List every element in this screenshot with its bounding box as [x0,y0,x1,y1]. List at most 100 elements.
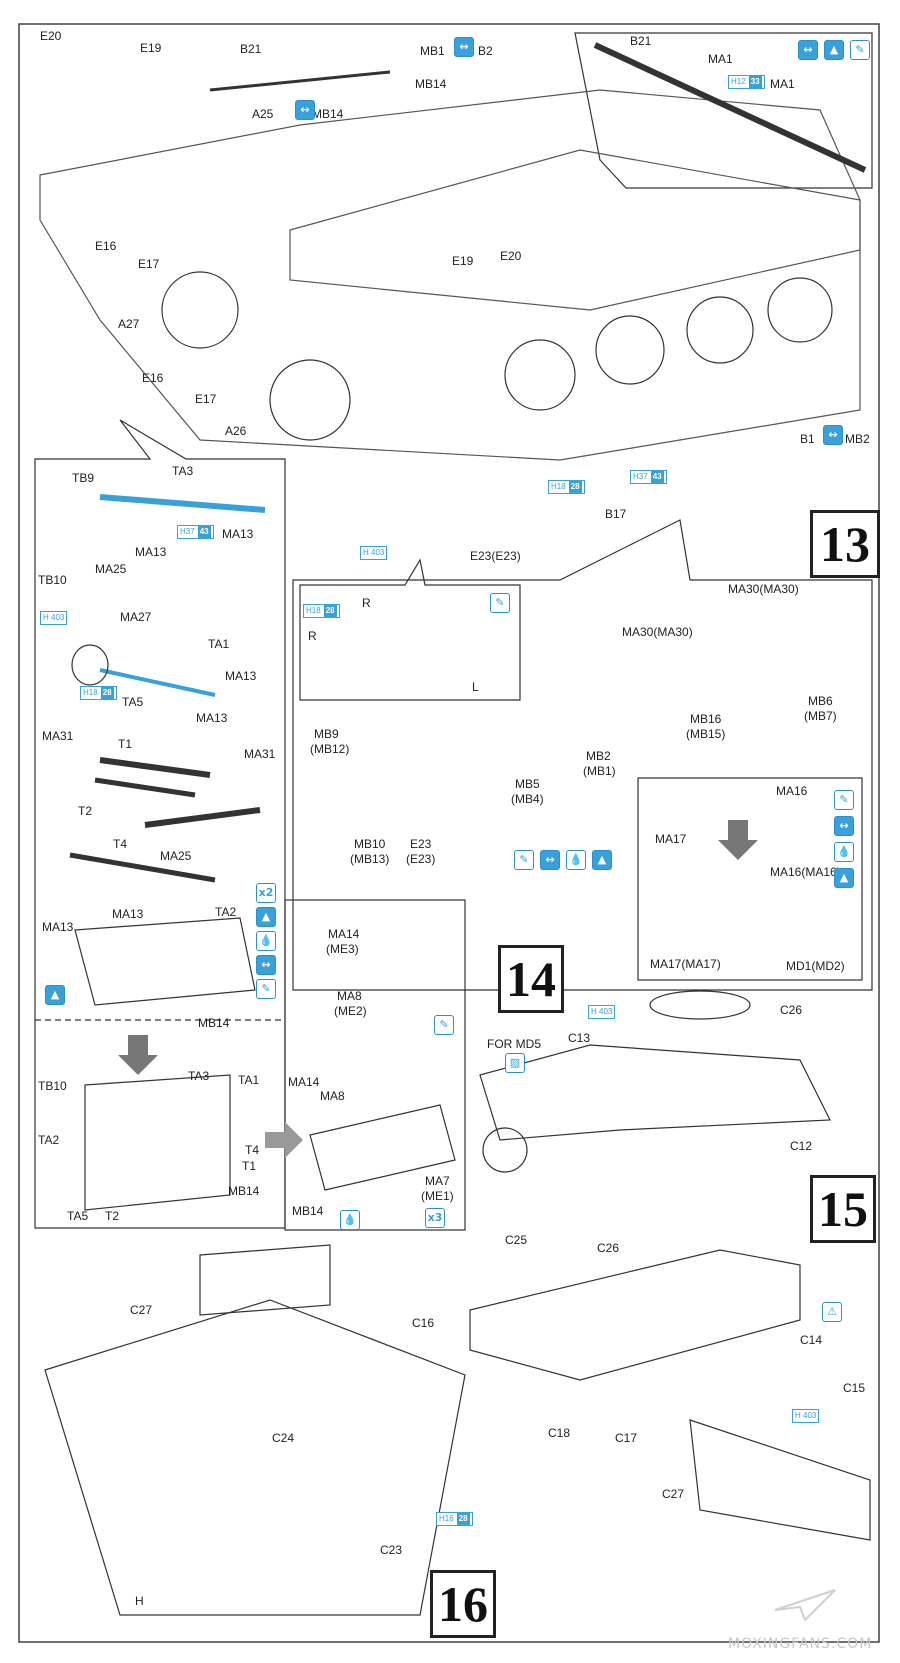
part-label: MB5 [515,777,540,791]
part-label: MB10 [354,837,386,851]
part-label: TA2 [38,1133,60,1147]
part-label: (E23) [406,852,436,866]
part-label: MA13 [42,920,74,934]
flip-icon: ▲ [592,850,612,870]
part-label: B21 [240,42,262,56]
part-label: TA5 [67,1209,89,1223]
part-label: MA31 [42,729,74,743]
part-label: MB2 [586,749,611,763]
paint-icon: ✎ [256,979,276,999]
part-label: MA14 [288,1075,320,1089]
part-label: MA16 [776,784,808,798]
part-label: MA13 [222,527,254,541]
runner-ref: H 403 [360,546,388,560]
runner-ref: H 403 [588,1005,616,1019]
part-label: R [308,629,317,643]
part-label: MA13 [112,907,144,921]
part-label: MA8 [337,989,362,1003]
part-label: T2 [78,804,93,818]
part-label: TA1 [208,637,230,651]
part-label: (MB15) [686,727,726,741]
part-label: E20 [40,29,62,43]
part-label: T4 [245,1143,260,1157]
part-label: (MB12) [310,742,350,756]
step-number-13: 13 [810,510,880,578]
flip-icon: ▲ [834,868,854,888]
part-label: E19 [452,254,474,268]
part-label: C15 [843,1381,866,1395]
part-label: A26 [225,424,247,438]
part-label: E23(E23) [470,549,521,563]
part-label: C27 [130,1303,153,1317]
paint-icon: ✎ [514,850,534,870]
runner-ref: H 403 [40,611,68,625]
x3-icon: x3 [425,1208,445,1228]
part-label: (MB7) [804,709,837,723]
paint-icon: ✎ [850,40,870,60]
watermark-text: MOXINGFANS.COM [728,1636,873,1652]
part-label: TA2 [215,905,237,919]
part-label: R [362,596,371,610]
part-label: TA1 [238,1073,260,1087]
part-label: A27 [118,317,140,331]
step-number-16: 16 [430,1570,496,1638]
part-label: C23 [380,1543,403,1557]
part-label: C14 [800,1333,823,1347]
flip-icon: ▲ [256,907,276,927]
part-label: MA13 [196,711,228,725]
part-label: MB1 [420,44,445,58]
part-label: MA1 [770,77,795,91]
step-number-14: 14 [498,945,564,1013]
glue-icon: 💧 [256,931,276,951]
step-number-15: 15 [810,1175,876,1243]
part-label: MB14 [198,1016,230,1030]
part-label: B2 [478,44,493,58]
part-label: C18 [548,1426,571,1440]
part-label: MA25 [95,562,127,576]
part-label: T2 [105,1209,120,1223]
part-label: MA13 [225,669,257,683]
part-label: E16 [142,371,164,385]
paint-icon: ✎ [434,1015,454,1035]
paint-icon: ✎ [490,593,510,613]
part-label: C27 [662,1487,685,1501]
part-label: E19 [140,41,162,55]
part-label: B21 [630,34,652,48]
part-label: TA5 [122,695,144,709]
part-label: C16 [412,1316,435,1330]
part-label: (MB4) [511,792,544,806]
part-label: (MB13) [350,852,390,866]
cement-icon: ↔ [540,850,560,870]
flip-icon: ▲ [824,40,844,60]
part-label: MB14 [228,1184,260,1198]
part-label: MB14 [415,77,447,91]
part-label: B17 [605,507,627,521]
part-label: C17 [615,1431,638,1445]
part-label: T1 [118,737,133,751]
part-label: (ME1) [421,1189,454,1203]
part-label: T1 [242,1159,257,1173]
part-label: MB14 [312,107,344,121]
glue-icon: 💧 [340,1210,360,1230]
part-label: TA3 [172,464,194,478]
glue-icon: 💧 [834,842,854,862]
part-label: MA25 [160,849,192,863]
part-label: MB14 [292,1204,324,1218]
part-label: MB2 [845,432,870,446]
part-label: TB10 [38,573,67,587]
part-label: MA30(MA30) [728,582,799,596]
cement-icon: ↔ [823,425,843,445]
part-label: T4 [113,837,128,851]
part-label: MA7 [425,1174,450,1188]
part-label: TA3 [188,1069,210,1083]
part-label: E17 [195,392,217,406]
part-label: (ME3) [326,942,359,956]
part-label: C26 [597,1241,620,1255]
